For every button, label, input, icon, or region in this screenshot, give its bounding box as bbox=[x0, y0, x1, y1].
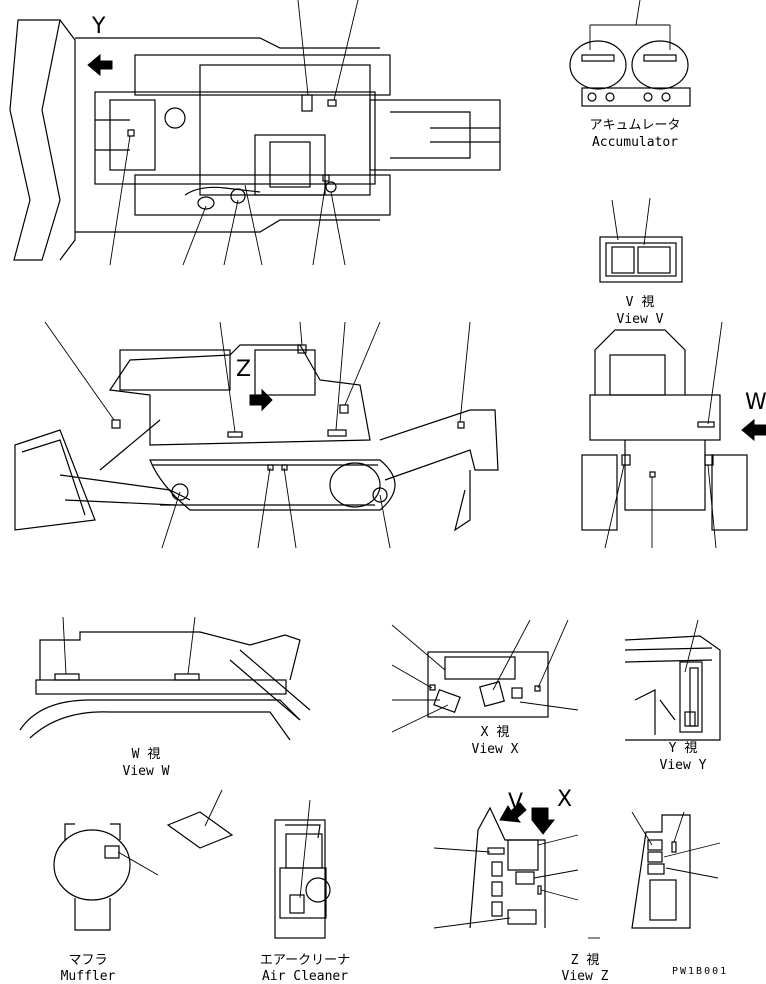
air-cleaner-label-jp: エアークリーナ bbox=[259, 953, 351, 968]
view-v-label-jp: V 視 bbox=[625, 295, 655, 310]
view-z-label-en: View Z bbox=[561, 969, 609, 984]
muffler-drawing bbox=[53, 823, 159, 931]
arrow-letter-w: W bbox=[745, 390, 766, 415]
accumulator-label-jp: アキュムレータ bbox=[589, 118, 681, 133]
drawing-code: PW1B001 bbox=[672, 966, 729, 977]
arrow-letter-v: V bbox=[508, 790, 524, 815]
view-y-label-jp: Y 視 bbox=[668, 741, 698, 756]
air-cleaner-drawing bbox=[274, 799, 331, 939]
decal-sheet-drawing bbox=[166, 789, 234, 849]
view-x-label-jp: X 視 bbox=[480, 725, 510, 740]
view-v-drawing bbox=[599, 197, 683, 283]
view-x-drawing bbox=[391, 619, 579, 733]
dozer-rear-view bbox=[581, 321, 766, 549]
muffler-label-en: Muffler bbox=[60, 969, 116, 984]
view-w-label-en: View W bbox=[122, 764, 170, 779]
view-v-label-en: View V bbox=[616, 312, 664, 327]
arrow-letter-y: Y bbox=[92, 14, 106, 39]
view-w-drawing bbox=[19, 616, 311, 741]
air-cleaner-label-en: Air Cleaner bbox=[261, 969, 349, 984]
accumulator-label-en: Accumulator bbox=[591, 135, 679, 150]
arrow-letter-z: Z bbox=[236, 357, 252, 382]
view-z-label-jp: Z 視 bbox=[570, 953, 600, 968]
view-z-drawing bbox=[433, 802, 721, 939]
dozer-top-view bbox=[9, 0, 501, 266]
arrow-letter-x: X bbox=[557, 787, 573, 812]
view-w-label-jp: W 視 bbox=[131, 747, 161, 762]
dozer-side-view bbox=[14, 321, 499, 549]
view-y-drawing bbox=[624, 619, 721, 741]
view-x-label-en: View X bbox=[471, 742, 519, 757]
view-y-label-en: View Y bbox=[659, 758, 707, 773]
muffler-label-jp: マフラ bbox=[68, 953, 108, 968]
accumulator-drawing bbox=[569, 0, 691, 107]
